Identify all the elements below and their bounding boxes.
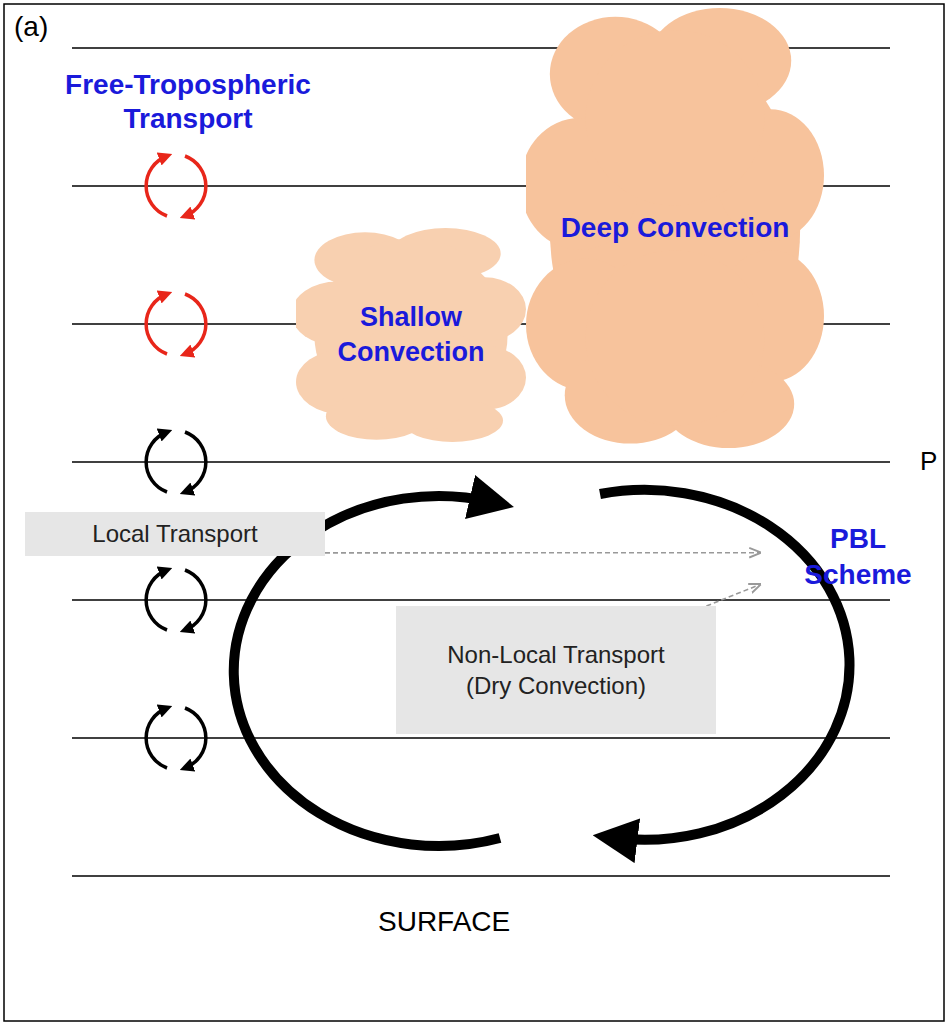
panel-letter: (a) bbox=[14, 10, 48, 44]
cloud-node: Deep Convection bbox=[526, 8, 824, 448]
node-text: Local Transport bbox=[92, 518, 257, 549]
node-text: Shallow Convection bbox=[326, 300, 496, 370]
dry-convection-loop bbox=[234, 490, 850, 846]
dashed-connector bbox=[325, 552, 760, 554]
node-text: Deep Convection bbox=[561, 210, 790, 246]
model-levels bbox=[72, 48, 890, 876]
level-label: P bbox=[920, 446, 937, 477]
frame bbox=[4, 4, 944, 1021]
grey-box: Local Transport bbox=[25, 512, 325, 556]
eddy-arrows bbox=[146, 156, 206, 768]
dashed-connector bbox=[706, 585, 760, 606]
cloud-node: Shallow Convection bbox=[296, 228, 526, 442]
node-text: PBL Scheme bbox=[774, 521, 942, 594]
node-text: Non-Local Transport (Dry Convection) bbox=[426, 639, 686, 701]
scheme-label: PBL Scheme bbox=[764, 514, 948, 600]
cloud-shape bbox=[296, 228, 526, 442]
surface-label: SURFACE bbox=[378, 905, 510, 939]
region-label: Free-Tropospheric Transport bbox=[18, 68, 358, 135]
grey-box: Non-Local Transport (Dry Convection) bbox=[396, 606, 716, 734]
